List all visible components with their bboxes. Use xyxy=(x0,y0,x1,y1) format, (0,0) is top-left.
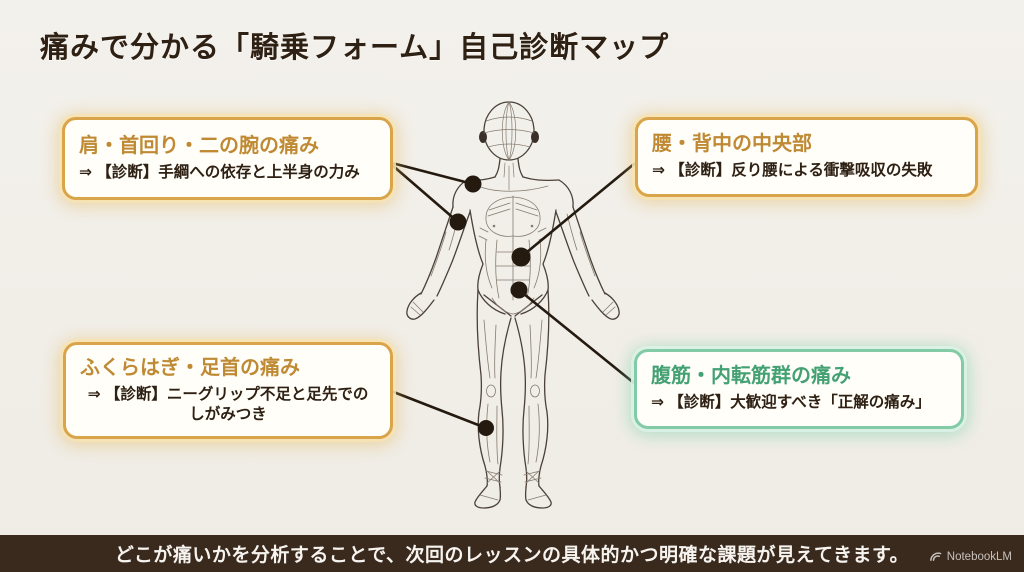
anatomy-figure-icon xyxy=(406,101,620,509)
footer-bar: どこが痛いかを分析することで、次回のレッスンの具体的かつ明確な課題が見えてきます… xyxy=(0,535,1024,572)
callout-back-diagnosis: ⇒ 【診断】反り腰による衝撃吸収の失敗 xyxy=(652,162,933,180)
callout-shoulder-pain: 肩・首回り・二の腕の痛み ⇒ 【診断】手綱への依存と上半身の力み xyxy=(62,117,393,200)
connector-lines xyxy=(389,161,636,430)
footer-message: どこが痛いかを分析することで、次回のレッスンの具体的かつ明確な課題が見えてきます… xyxy=(114,545,910,566)
callout-calf-title: ふくらはぎ・足首の痛み xyxy=(80,356,300,379)
notebooklm-label: NotebookLM xyxy=(946,550,1012,563)
pain-dot-calf xyxy=(478,420,494,436)
pain-dot-shoulder xyxy=(464,175,482,193)
callout-core-title: 腹筋・内転筋群の痛み xyxy=(651,365,851,388)
pain-point-dots xyxy=(449,175,531,436)
pain-dot-upper-arm xyxy=(449,213,467,231)
pain-dot-lower-abdomen xyxy=(510,281,528,299)
pain-dot-abdomen-center xyxy=(511,247,531,267)
callout-shoulder-title: 肩・首回り・二の腕の痛み xyxy=(79,134,319,157)
callout-calf-pain: ふくらはぎ・足首の痛み ⇒ 【診断】ニーグリップ不足と足先でのしがみつき xyxy=(63,342,393,439)
page-title: 痛みで分かる「騎乗フォーム」自己診断マップ xyxy=(40,32,670,64)
notebooklm-badge: NotebookLM xyxy=(929,550,1012,563)
callout-back-title: 腰・背中の中央部 xyxy=(652,133,812,156)
callout-core-pain: 腹筋・内転筋群の痛み ⇒ 【診断】大歓迎すべき「正解の痛み」 xyxy=(634,349,964,429)
callout-calf-diagnosis: ⇒ 【診断】ニーグリップ不足と足先でのしがみつき xyxy=(87,385,369,423)
callout-core-diagnosis: ⇒ 【診断】大歓迎すべき「正解の痛み」 xyxy=(651,394,931,412)
callout-back-pain: 腰・背中の中央部 ⇒ 【診断】反り腰による衝撃吸収の失敗 xyxy=(635,117,978,197)
callout-shoulder-diagnosis: ⇒ 【診断】手綱への依存と上半身の力み xyxy=(79,163,360,181)
notebooklm-icon xyxy=(929,552,942,561)
